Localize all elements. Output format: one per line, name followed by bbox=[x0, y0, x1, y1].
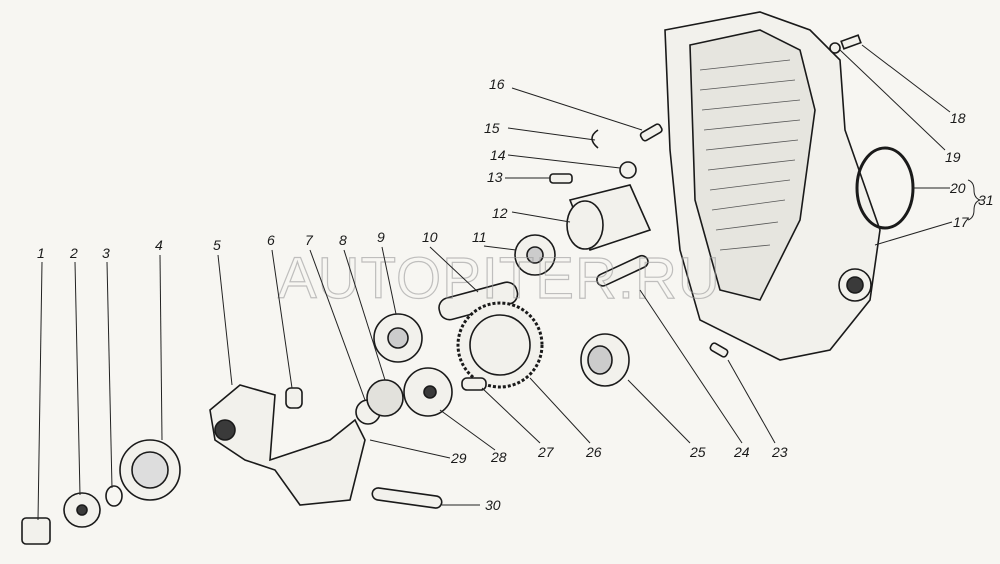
callout-18: 18 bbox=[950, 110, 966, 126]
callout-14: 14 bbox=[490, 147, 506, 163]
screw-13 bbox=[549, 173, 573, 184]
callout-16: 16 bbox=[489, 76, 505, 92]
callout-28: 28 bbox=[490, 449, 507, 465]
callout-4: 4 bbox=[155, 237, 163, 253]
lock-14 bbox=[619, 161, 637, 179]
pin-30 bbox=[371, 487, 443, 509]
callout-3: 3 bbox=[102, 245, 110, 261]
spacer-6 bbox=[285, 387, 303, 409]
dowel-23 bbox=[709, 342, 729, 358]
callout-13: 13 bbox=[487, 169, 503, 185]
pin-24 bbox=[596, 254, 649, 287]
callout-25: 25 bbox=[689, 444, 706, 460]
callout-20: 20 bbox=[949, 180, 966, 196]
callout-12: 12 bbox=[492, 205, 508, 221]
housing-cover bbox=[664, 11, 881, 361]
ring-3 bbox=[105, 485, 123, 507]
callout-1: 1 bbox=[37, 245, 45, 261]
callout-11: 11 bbox=[472, 229, 487, 245]
bracket-5 bbox=[209, 384, 366, 506]
clip-15 bbox=[591, 129, 599, 149]
screw-16 bbox=[639, 123, 663, 142]
callout-9: 9 bbox=[377, 229, 385, 245]
watermark: AUTOPITER.RU bbox=[278, 246, 721, 311]
callout-8: 8 bbox=[339, 232, 347, 248]
callout-17: 17 bbox=[953, 214, 970, 230]
callout-24: 24 bbox=[733, 444, 750, 460]
callout-31: 31 bbox=[978, 192, 994, 208]
plug-1 bbox=[21, 517, 51, 545]
callout-6: 6 bbox=[267, 232, 275, 248]
callout-10: 10 bbox=[422, 229, 438, 245]
bolt-18 bbox=[840, 34, 862, 50]
callout-5: 5 bbox=[213, 237, 221, 253]
callout-labels: 1 2 3 4 5 6 7 8 9 10 11 12 13 14 15 16 1… bbox=[37, 76, 994, 513]
callout-29: 29 bbox=[450, 450, 467, 466]
callout-15: 15 bbox=[484, 120, 500, 136]
washer-19 bbox=[829, 42, 841, 54]
callout-7: 7 bbox=[305, 232, 314, 248]
callout-30: 30 bbox=[485, 497, 501, 513]
callout-2: 2 bbox=[69, 245, 78, 261]
callout-19: 19 bbox=[945, 149, 961, 165]
callout-26: 26 bbox=[585, 444, 602, 460]
callout-23: 23 bbox=[771, 444, 788, 460]
star-plate-8 bbox=[366, 379, 404, 417]
leader-lines bbox=[37, 44, 982, 521]
callout-27: 27 bbox=[537, 444, 555, 460]
spring-27 bbox=[461, 377, 487, 391]
